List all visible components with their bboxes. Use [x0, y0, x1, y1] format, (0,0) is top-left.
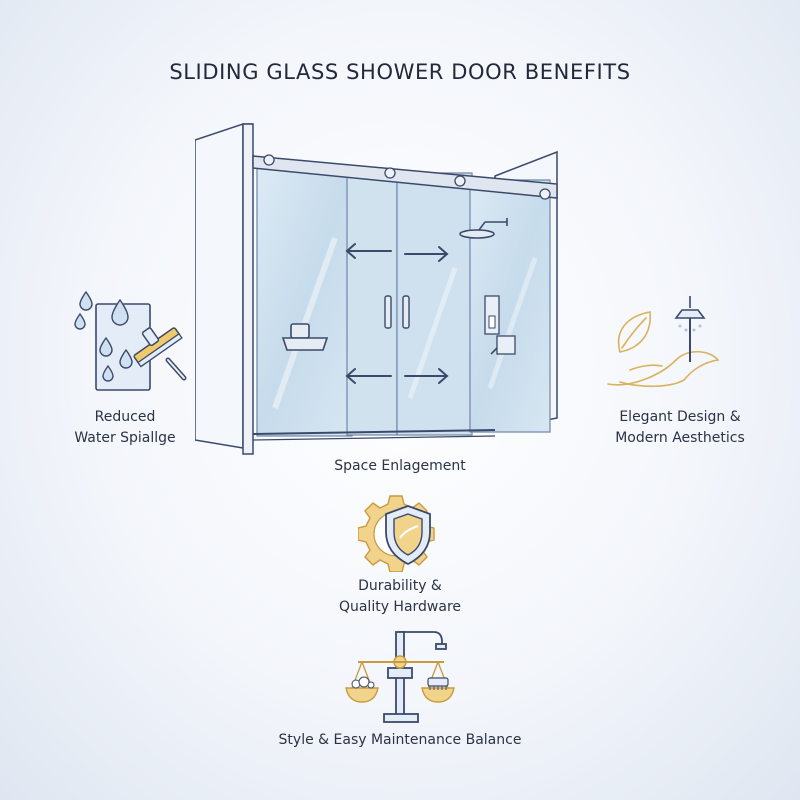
elegant-design-line2: Modern Aesthetics — [615, 430, 745, 446]
elegant-design-label: Elegant Design & Modern Aesthetics — [580, 407, 780, 449]
gear-shield-icon — [358, 492, 440, 572]
durability-label: Durability & Quality Hardware — [300, 576, 500, 618]
durability-line1: Durability & — [358, 578, 442, 594]
reduced-water-spillage-label: Reduced Water Spiallge — [40, 407, 210, 449]
leaf-showerhead-icon — [600, 290, 735, 390]
reduced-water-spillage-line1: Reduced — [94, 409, 156, 425]
space-enlargement-label: Space Enlagement — [334, 458, 466, 474]
durability-line2: Quality Hardware — [338, 599, 462, 615]
style-maintenance-balance-label: Style & Easy Maintenance Balance — [278, 732, 522, 748]
reduced-water-spillage-line2: Water Spiallge — [74, 430, 176, 446]
elegant-design-line1: Elegant Design & — [619, 409, 741, 425]
sliding-shower-door-illustration — [195, 118, 575, 458]
water-drops-squeegee-icon — [68, 286, 193, 396]
page-title: SLIDING GLASS SHOWER DOOR BENEFITS — [169, 60, 631, 84]
faucet-scale-icon — [344, 628, 460, 724]
